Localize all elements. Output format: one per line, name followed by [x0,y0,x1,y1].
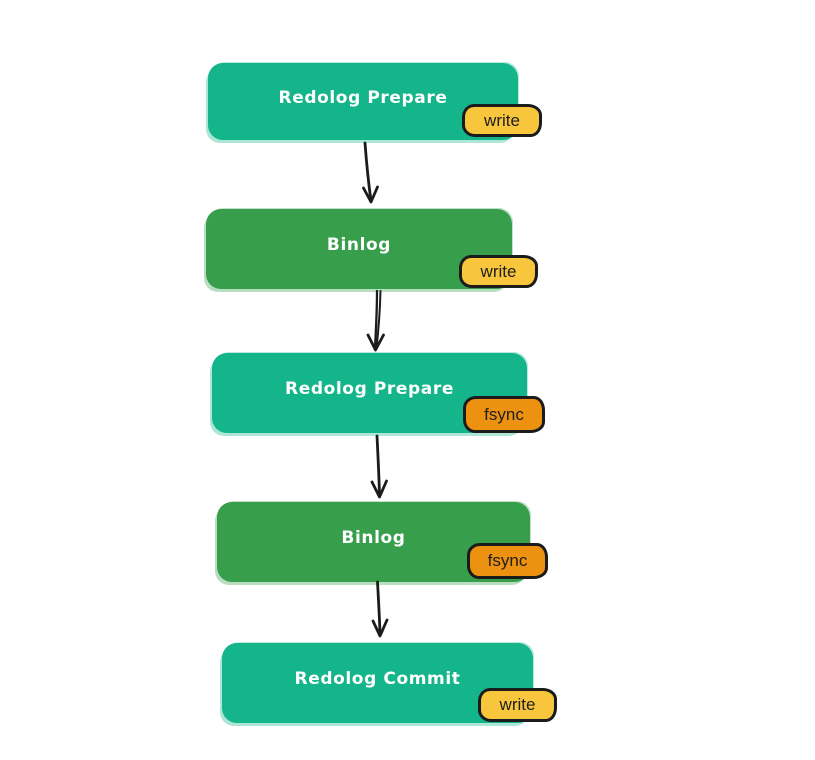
node-redolog-prepare-1[interactable]: Redolog Prepare write [208,63,542,140]
badge-label: fsync [484,404,524,424]
node-binlog-2[interactable]: Binlog fsync [217,502,548,582]
badge-label: write [480,261,517,281]
fsync-badge[interactable]: fsync [463,396,545,433]
fsync-badge[interactable]: fsync [467,543,548,579]
node-label: Redolog Prepare [285,379,454,399]
arrow-down-icon [370,434,388,499]
node-label: Binlog [341,528,406,548]
node-redolog-prepare-2[interactable]: Redolog Prepare fsync [212,353,545,433]
node-redolog-commit[interactable]: Redolog Commit write [222,643,557,723]
node-label: Redolog Commit [294,669,461,689]
badge-label: write [499,695,536,714]
write-badge[interactable]: write [459,255,538,288]
write-badge[interactable]: write [478,688,557,722]
arrow-down-icon [366,289,385,352]
arrow-down-icon [371,580,389,638]
node-label: Redolog Prepare [278,87,448,108]
write-badge[interactable]: write [462,104,542,137]
node-binlog-1[interactable]: Binlog write [206,209,538,289]
badge-label: write [484,110,520,130]
arrow-down-icon [362,141,379,204]
badge-label: fsync [487,551,528,570]
node-label: Binlog [326,235,392,255]
